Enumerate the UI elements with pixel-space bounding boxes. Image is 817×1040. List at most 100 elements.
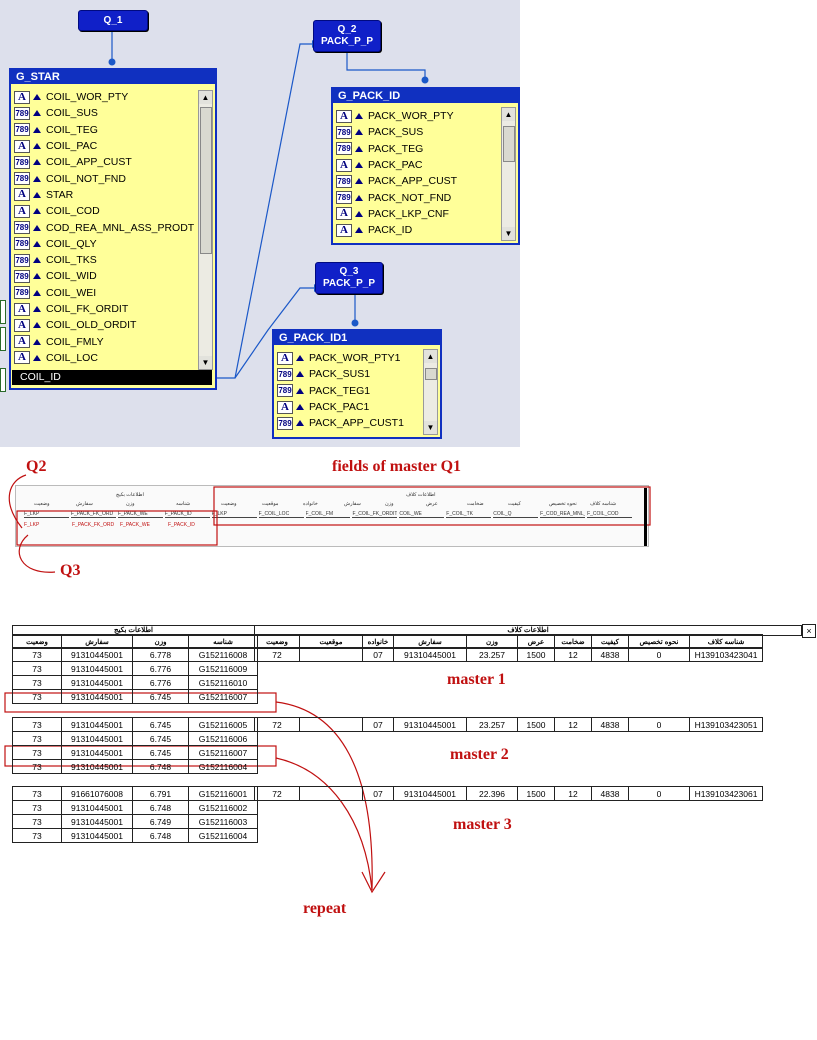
character-type-icon: A <box>14 90 30 104</box>
table-cell: 22.396 <box>466 786 518 801</box>
layout-field[interactable]: F_PACK_ID <box>168 522 195 528</box>
table-cell: 91310445001 <box>61 745 133 760</box>
table-cell: 6.745 <box>132 717 189 732</box>
scroll-up-icon[interactable]: ▲ <box>424 350 437 363</box>
layout-field[interactable]: F_PACK_FK_ORD <box>70 511 116 518</box>
table-cell: 0 <box>628 786 690 801</box>
number-type-icon: 789 <box>14 221 30 235</box>
scrollbar[interactable]: ▲ ▼ <box>198 90 213 370</box>
annotation-master1: master 1 <box>447 671 506 688</box>
number-type-icon: 789 <box>336 142 352 156</box>
layout-field[interactable]: F_LKP <box>24 511 69 518</box>
layout-field[interactable]: F_LKP <box>211 511 257 518</box>
table-cell: 1500 <box>517 717 555 732</box>
layout-field[interactable]: F_COIL_FK_ORDIT <box>352 511 398 518</box>
table-cell: G152116004 <box>188 828 258 843</box>
scrollbar[interactable]: ▲ ▼ <box>423 349 438 435</box>
character-type-icon: A <box>336 207 352 221</box>
layout-field[interactable]: F_COIL_LOC <box>258 511 304 518</box>
group-item-name: COIL_FK_ORDIT <box>46 303 129 315</box>
query-q1[interactable]: Q_1 <box>78 10 148 31</box>
layout-left-header: اطلاعات بکیج <box>116 492 144 498</box>
table-cell: 73 <box>12 745 62 760</box>
number-type-icon: 789 <box>14 123 30 137</box>
scroll-down-icon[interactable]: ▼ <box>424 421 437 434</box>
number-type-icon: 789 <box>14 269 30 283</box>
arrow-up-icon <box>33 240 41 247</box>
scrollbar[interactable]: ▲ ▼ <box>501 107 516 241</box>
scroll-thumb[interactable] <box>503 126 515 162</box>
scroll-thumb[interactable] <box>200 107 212 254</box>
table-cell: G152116004 <box>188 759 258 774</box>
query-q3-name: Q_3 <box>339 266 359 277</box>
scroll-thumb[interactable] <box>425 368 437 380</box>
layout-field[interactable]: F_COIL_FM <box>305 511 351 518</box>
selected-item-coil-id[interactable]: COIL_ID <box>12 370 212 385</box>
layout-field[interactable]: F_COIL_COD <box>587 511 632 518</box>
scroll-up-icon[interactable]: ▲ <box>502 108 515 121</box>
arrow-up-icon <box>33 208 41 215</box>
number-type-icon: 789 <box>14 155 30 169</box>
table-cell: 07 <box>362 786 394 801</box>
query-q3[interactable]: Q_3 PACK_P_P <box>315 262 383 294</box>
layout-field[interactable]: F_PACK_FK_ORD <box>72 522 115 528</box>
table-cell: 91310445001 <box>61 731 133 746</box>
layout-field[interactable]: COIL_Q <box>493 511 539 518</box>
scroll-down-icon[interactable]: ▼ <box>502 227 515 240</box>
character-type-icon: A <box>14 188 30 202</box>
layout-field[interactable]: F_LKP <box>24 522 40 528</box>
query-q2[interactable]: Q_2 PACK_P_P <box>313 20 381 52</box>
layout-field[interactable]: F_COIL_TK <box>446 511 492 518</box>
layout-field[interactable]: F_COD_REA_MNL_ASS <box>540 511 586 518</box>
layout-field[interactable]: F_PACK_WE <box>117 511 163 518</box>
report-close-button[interactable]: × <box>802 624 816 638</box>
layout-field[interactable]: F_PACK_WE <box>120 522 150 528</box>
group-item[interactable]: A STAR <box>11 187 215 203</box>
table-cell: 6.745 <box>132 689 189 704</box>
group-item-name: PACK_APP_CUST <box>368 175 458 188</box>
group-item-name: STAR <box>46 188 74 201</box>
scroll-down-icon[interactable]: ▼ <box>199 356 212 369</box>
group-item-name: COIL_TEG <box>46 123 98 136</box>
layout-field[interactable]: F_PACK_ID <box>164 511 210 518</box>
layout-field[interactable]: COIL_WE <box>399 511 445 518</box>
table-cell: 72 <box>254 647 300 662</box>
scroll-up-icon[interactable]: ▲ <box>199 91 212 104</box>
group-item[interactable]: 789 COIL_TEG <box>11 122 215 138</box>
